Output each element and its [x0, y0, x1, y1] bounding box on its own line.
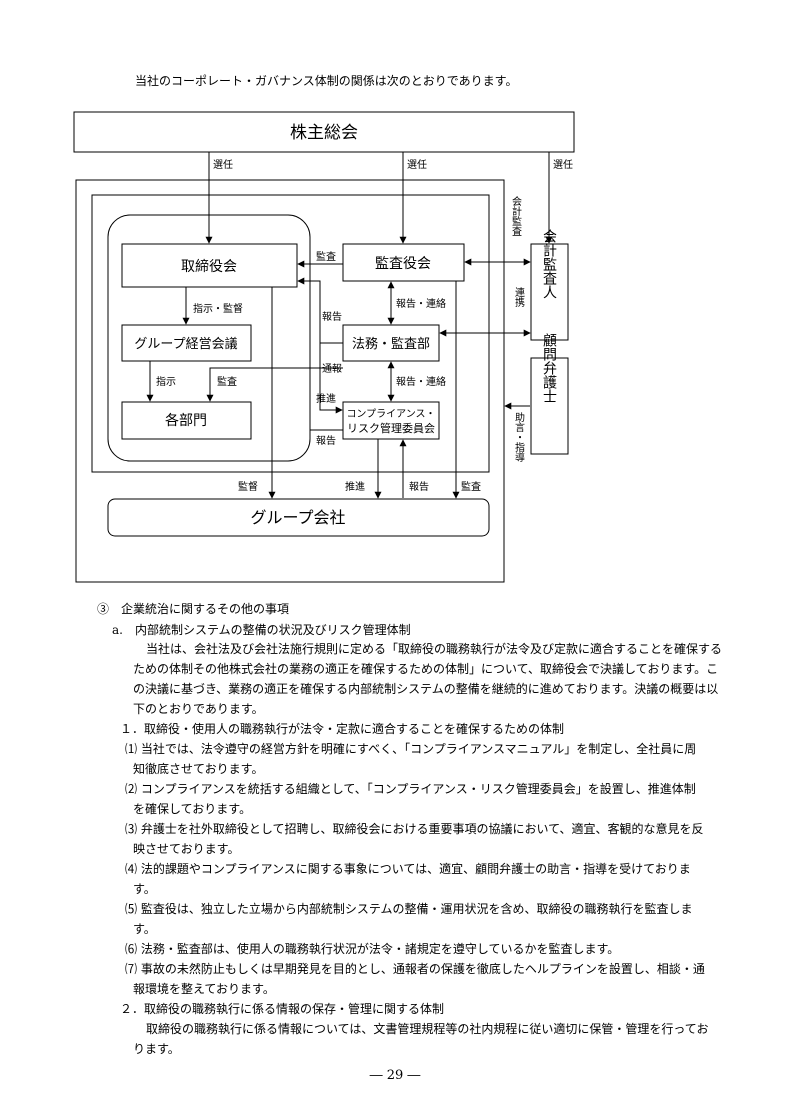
departments-box	[121, 401, 252, 440]
subsection-a: a. 内部統制システムの整備の状況及びリスク管理体制	[112, 623, 411, 637]
label-hokoku-renkei-1: 報告・連絡	[396, 297, 446, 310]
board-label: 取締役会	[181, 258, 237, 275]
label-suishin-2: 推進	[345, 480, 365, 493]
item1-7-line1: ⑺ 事故の未然防止もしくは早期発見を目的とし、通報者の保護を徹底したヘルプライン…	[125, 962, 705, 976]
lawyer-label: 顧問弁護士	[541, 333, 557, 403]
para1-line2: ための体制その他株式会社の業務の適正を確保するための体制」について、取締役会で決…	[133, 662, 719, 676]
item1-4-line1: ⑷ 法的課題やコンプライアンスに関する事象については、適宜、顧問弁護士の助言・指…	[125, 862, 691, 876]
item1-3-line1: ⑶ 弁護士を社外取締役として招聘し、取締役会における重要事項の協議において、適宜…	[125, 822, 704, 836]
compliance-label-2: リスク管理委員会	[347, 421, 435, 435]
label-shiji-kantoku: 指示・監督	[193, 302, 243, 315]
governance-diagram: 株主総会 取締役会 監査役会 グループ経営会議 各部門 法務・監査部 コンプライ…	[73, 111, 575, 583]
label-tsuho: 通報	[322, 363, 342, 375]
item1-5-line1: ⑸ 監査役は、独立した立場から内部統制システムの整備・運用状況を含め、取締役の職…	[125, 902, 693, 916]
intro-text: 当社のコーポレート・ガバナンス体制の関係は次のとおりであります。	[135, 74, 518, 88]
label-suishin-1: 推進	[316, 392, 336, 405]
para1-line4: 下のとおりであります。	[133, 702, 264, 716]
para1-line1: 当社は、会社法及び会社法施行規則に定める「取締役の職務執行が法令及び定款に適合す…	[146, 642, 723, 656]
shareholders-box	[73, 111, 575, 153]
item1-7-line2: 報環境を整えております。	[133, 982, 275, 996]
lawyer-box	[530, 357, 569, 455]
audit-board-box	[342, 243, 465, 282]
board-box	[121, 243, 298, 288]
item1-6-line1: ⑹ 法務・監査部は、使用人の職務執行状況が法令・諸規定を遵守しているかを監査しま…	[125, 942, 620, 956]
departments-label: 各部門	[165, 413, 207, 429]
accounting-auditor-label: 会計監査人	[541, 229, 557, 299]
item1-1-line2: 知徹底させております。	[133, 762, 264, 776]
group-meeting-box	[121, 324, 252, 362]
label-shiji: 指示	[156, 375, 176, 388]
section-heading: ③ 企業統治に関するその他の事項	[97, 602, 290, 616]
label-senin-1: 選任	[213, 158, 233, 171]
label-senin-2: 選任	[407, 158, 427, 171]
group-meeting-label: グループ経営会議	[134, 337, 237, 352]
label-hokoku-board: 報告	[322, 310, 342, 323]
item1-title: １．取締役・使用人の職務執行が法令・定款に適合することを確保するための体制	[120, 722, 565, 736]
item1-3-line2: 映させております。	[133, 842, 240, 856]
item2-title: ２．取締役の職務執行に係る情報の保存・管理に関する体制	[120, 1002, 445, 1016]
label-hokoku-group: 報告	[409, 480, 429, 493]
item1-4-line2: す。	[133, 882, 156, 896]
outer-frame	[75, 179, 505, 583]
group-companies-box	[107, 498, 490, 537]
legal-audit-label: 法務・監査部	[352, 336, 430, 352]
label-kansa-board: 監査	[316, 250, 336, 263]
label-hokoku-renkei-2: 報告・連絡	[396, 375, 446, 388]
item1-1-line1: ⑴ 当社では、法令遵守の経営方針を明確にすべく、「コンプライアンスマニュアル」を…	[125, 742, 697, 756]
arrow-kansa-dept	[206, 367, 343, 402]
item2-line1: 取締役の職務執行に係る情報については、文書管理規程等の社内規程に従い適切に保管・…	[146, 1022, 709, 1036]
label-kantoku: 監督	[238, 480, 258, 493]
audit-board-label: 監査役会	[375, 255, 431, 272]
item2-line2: ります。	[133, 1042, 180, 1056]
label-renkei: 連携	[513, 286, 525, 308]
shareholders-label: 株主総会	[290, 123, 358, 143]
item1-2-line1: ⑵ コンプライアンスを統括する組織として、「コンプライアンス・リスク管理委員会」…	[125, 782, 696, 796]
label-jogen: 助言・指導	[513, 411, 525, 462]
item1-2-line2: を確保しております。	[133, 802, 252, 816]
label-kaikei-kansa: 会計監査	[510, 195, 522, 236]
group-companies-label: グループ会社	[250, 508, 345, 527]
compliance-box	[342, 401, 440, 440]
page-number: ― 29 ―	[369, 1068, 421, 1083]
label-kansa-dept: 監査	[217, 375, 237, 388]
accounting-auditor-box	[530, 243, 569, 341]
item1-5-line2: す。	[133, 922, 156, 936]
label-senin-3: 選任	[553, 158, 573, 171]
arrow-suishin-compliance	[319, 343, 343, 414]
label-kansa-group: 監査	[461, 480, 481, 493]
compliance-label-1: コンプライアンス・	[346, 408, 435, 420]
para1-line3: の決議に基づき、業務の適正を確保する内部統制システムの整備を継続的に進めておりま…	[133, 682, 719, 696]
label-hokoku-comp: 報告	[316, 434, 336, 447]
arrow-hokoku-board	[297, 277, 343, 344]
